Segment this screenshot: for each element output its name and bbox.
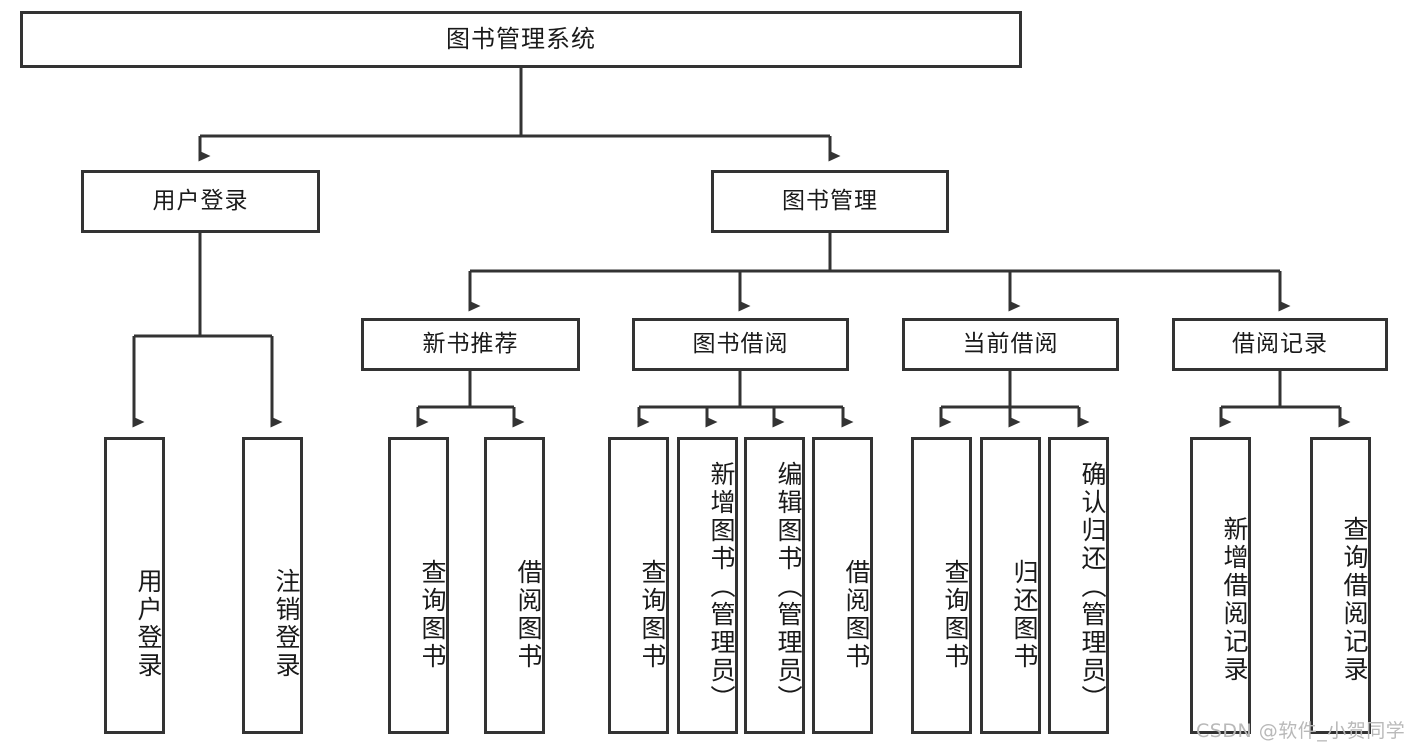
- node-book-borrow[interactable]: 图书借阅: [632, 318, 849, 371]
- node-label: 图书管理: [782, 187, 878, 214]
- leaf-borrow-borrow-book[interactable]: 借阅图书: [812, 437, 873, 734]
- leaf-user-logout[interactable]: 注销登录: [242, 437, 303, 734]
- node-label: 编辑图书（管理员）: [774, 460, 803, 713]
- node-label: 用户登录: [152, 187, 249, 214]
- node-label: 借阅记录: [1232, 330, 1328, 357]
- node-label: 新书推荐: [422, 330, 519, 357]
- leaf-recommend-query-book[interactable]: 查询图书: [388, 437, 449, 734]
- node-label: 查询图书: [418, 558, 447, 671]
- node-label: 借阅图书: [842, 558, 871, 671]
- node-label: 查询图书: [638, 558, 667, 671]
- leaf-record-add-record[interactable]: 新增借阅记录: [1190, 437, 1251, 734]
- node-label: 查询借阅记录: [1340, 515, 1369, 684]
- node-new-book-recommend[interactable]: 新书推荐: [361, 318, 580, 371]
- node-label: 图书借阅: [692, 330, 789, 357]
- node-label: 确认归还（管理员）: [1078, 460, 1107, 713]
- leaf-current-return-book[interactable]: 归还图书: [980, 437, 1041, 734]
- node-label: 新增借阅记录: [1220, 515, 1249, 684]
- node-label: 查询图书: [941, 558, 970, 671]
- node-borrow-record[interactable]: 借阅记录: [1172, 318, 1388, 371]
- leaf-recommend-borrow-book[interactable]: 借阅图书: [484, 437, 545, 734]
- watermark-text: CSDN @软件_小贺同学: [1196, 720, 1405, 742]
- node-book-management[interactable]: 图书管理: [711, 170, 949, 233]
- leaf-record-query-record[interactable]: 查询借阅记录: [1310, 437, 1371, 734]
- node-user-login[interactable]: 用户登录: [81, 170, 320, 233]
- leaf-borrow-query-book[interactable]: 查询图书: [608, 437, 669, 734]
- leaf-borrow-add-book-admin[interactable]: 新增图书（管理员）: [677, 437, 738, 734]
- node-current-borrow[interactable]: 当前借阅: [902, 318, 1119, 371]
- node-label: 注销登录: [272, 567, 301, 680]
- leaf-current-confirm-return-admin[interactable]: 确认归还（管理员）: [1048, 437, 1109, 734]
- node-label: 新增图书（管理员）: [707, 460, 736, 713]
- node-label: 归还图书: [1010, 558, 1039, 671]
- leaf-current-query-book[interactable]: 查询图书: [911, 437, 972, 734]
- node-label: 借阅图书: [514, 558, 543, 671]
- node-label: 用户登录: [134, 567, 163, 680]
- leaf-user-login[interactable]: 用户登录: [104, 437, 165, 734]
- node-root-system[interactable]: 图书管理系统: [20, 11, 1022, 68]
- node-label: 当前借阅: [962, 330, 1059, 357]
- leaf-borrow-edit-book-admin[interactable]: 编辑图书（管理员）: [744, 437, 805, 734]
- node-label: 图书管理系统: [446, 25, 596, 54]
